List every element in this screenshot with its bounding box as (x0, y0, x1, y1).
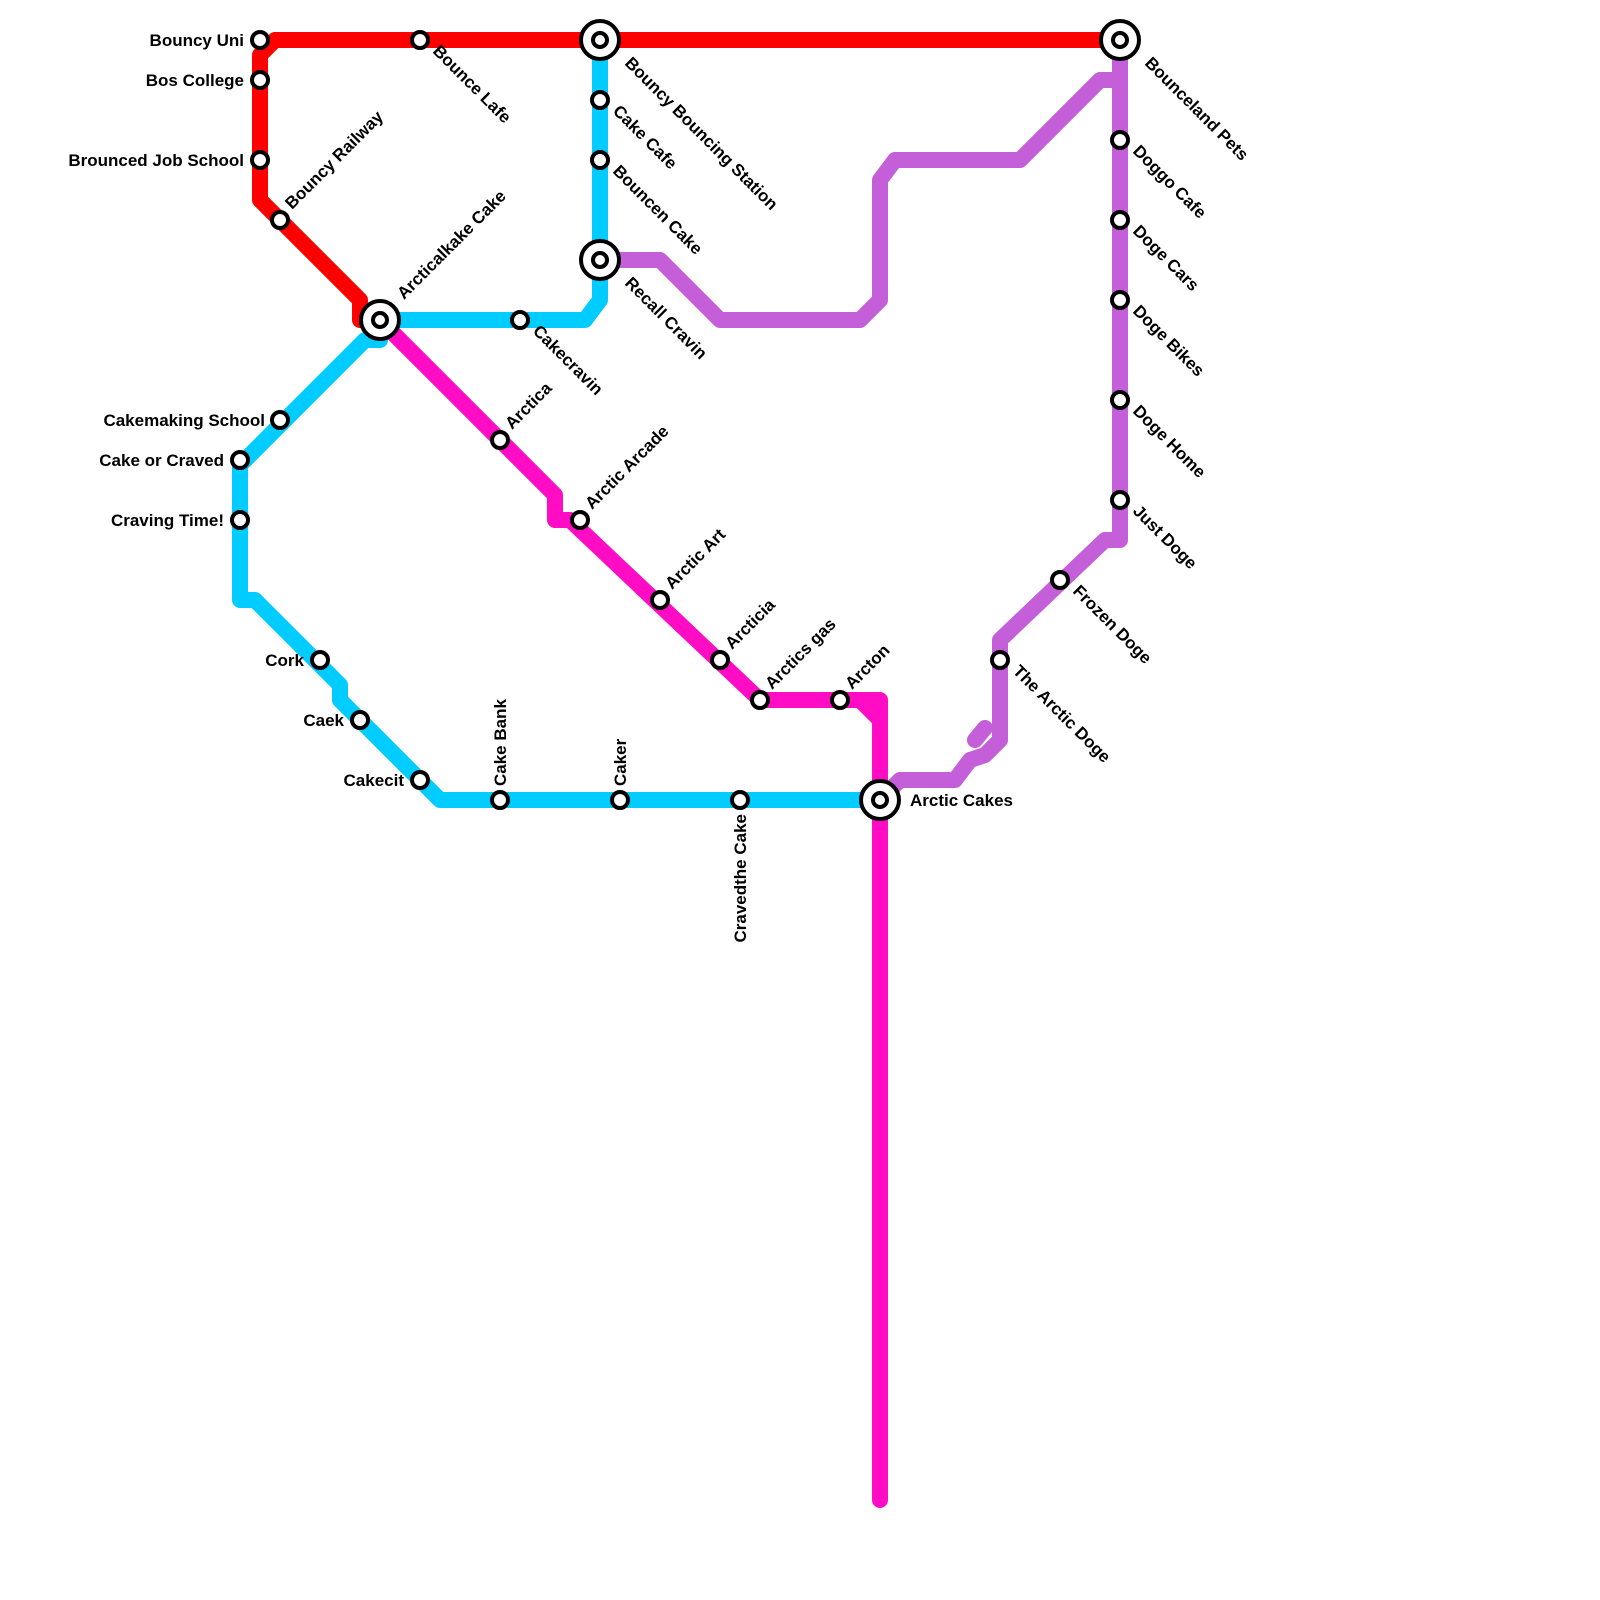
hub-arcticalkake-cake[interactable] (359, 299, 401, 341)
label-caker: Caker (611, 738, 630, 786)
stop-bouncy-railway[interactable] (270, 210, 290, 230)
label-cakecit: Cakecit (344, 771, 405, 790)
label-just-doge: Just Doge (1129, 501, 1201, 573)
stop-cake-or-craved[interactable] (230, 450, 250, 470)
label-arcticia: Arcticia (721, 595, 779, 653)
magenta-line-spur[interactable] (852, 692, 888, 728)
hub-recall-cravin[interactable] (579, 239, 621, 281)
purple-line-upper[interactable] (592, 72, 1128, 328)
stop-cakecravin[interactable] (510, 310, 530, 330)
stop-doggo-cafe[interactable] (1110, 130, 1130, 150)
stop-cakecit[interactable] (410, 770, 430, 790)
stop-caek[interactable] (350, 710, 370, 730)
stop-the-arctic-doge[interactable] (990, 650, 1010, 670)
blue-line-main[interactable] (232, 332, 888, 808)
hub-bouncy-bouncing-station[interactable] (579, 19, 621, 61)
label-arctic-cakes: Arctic Cakes (910, 791, 1013, 810)
label-doge-bikes: Doge Bikes (1129, 301, 1208, 380)
hub-arctic-cakes[interactable] (859, 779, 901, 821)
label-cake-or-craved: Cake or Craved (99, 451, 224, 470)
stop-just-doge[interactable] (1110, 490, 1130, 510)
label-craving-time: Craving Time! (111, 511, 224, 530)
label-arcticalkake-cake: Arcticalkake Cake (393, 186, 509, 302)
label-arctica: Arctica (501, 378, 556, 433)
label-cakemaking-school: Cakemaking School (103, 411, 265, 430)
label-bos-college: Bos College (146, 71, 244, 90)
magenta-line[interactable] (372, 312, 888, 1508)
hub-bounceland-pets[interactable] (1099, 19, 1141, 61)
red-line[interactable] (252, 32, 1128, 328)
label-arcton: Arcton (841, 641, 893, 693)
label-doggo-cafe: Doggo Cafe (1129, 141, 1210, 222)
stop-craving-time[interactable] (230, 510, 250, 530)
label-cork: Cork (265, 651, 304, 670)
label-the-arctic-doge: The Arctic Doge (1009, 661, 1114, 766)
stop-arctica[interactable] (490, 430, 510, 450)
label-cravedthe-cake: Cravedthe Cake (731, 814, 750, 943)
stop-cravedthe-cake[interactable] (730, 790, 750, 810)
stop-arcticia[interactable] (710, 650, 730, 670)
stop-arcton[interactable] (830, 690, 850, 710)
label-doge-home: Doge Home (1129, 401, 1209, 481)
stop-arctic-art[interactable] (650, 590, 670, 610)
label-frozen-doge: Frozen Doge (1069, 581, 1155, 667)
purple-line-stub[interactable] (967, 720, 993, 748)
stop-arctic-arcade[interactable] (570, 510, 590, 530)
label-doge-cars: Doge Cars (1129, 221, 1203, 295)
stop-frozen-doge[interactable] (1050, 570, 1070, 590)
stop-doge-home[interactable] (1110, 390, 1130, 410)
stop-bouncen-cake[interactable] (590, 150, 610, 170)
label-bouncen-cake: Bouncen Cake (609, 161, 706, 258)
label-arctics-gas: Arctics gas (761, 615, 839, 693)
stop-bounce-lafe[interactable] (410, 30, 430, 50)
stop-caker[interactable] (610, 790, 630, 810)
stop-bouncy-uni[interactable] (250, 30, 270, 50)
label-bounce-lafe: Bounce Lafe (429, 41, 515, 127)
stop-cake-cafe[interactable] (590, 90, 610, 110)
label-arctic-art: Arctic Art (661, 525, 729, 593)
stop-cake-bank[interactable] (490, 790, 510, 810)
stop-brounced-job-school[interactable] (250, 150, 270, 170)
label-bouncy-uni: Bouncy Uni (150, 31, 244, 50)
label-caek: Caek (303, 711, 344, 730)
stop-cakemaking-school[interactable] (270, 410, 290, 430)
label-cake-bank: Cake Bank (491, 699, 510, 786)
stop-doge-cars[interactable] (1110, 210, 1130, 230)
stop-bos-college[interactable] (250, 70, 270, 90)
label-bounceland-pets: Bounceland Pets (1141, 53, 1252, 164)
stop-cork[interactable] (310, 650, 330, 670)
label-bouncy-railway: Bouncy Railway (281, 107, 387, 213)
label-brounced-job-school: Brounced Job School (68, 151, 244, 170)
stop-doge-bikes[interactable] (1110, 290, 1130, 310)
purple-line-right[interactable] (872, 32, 1128, 808)
stop-arctics-gas[interactable] (750, 690, 770, 710)
label-arctic-arcade: Arctic Arcade (581, 422, 672, 513)
